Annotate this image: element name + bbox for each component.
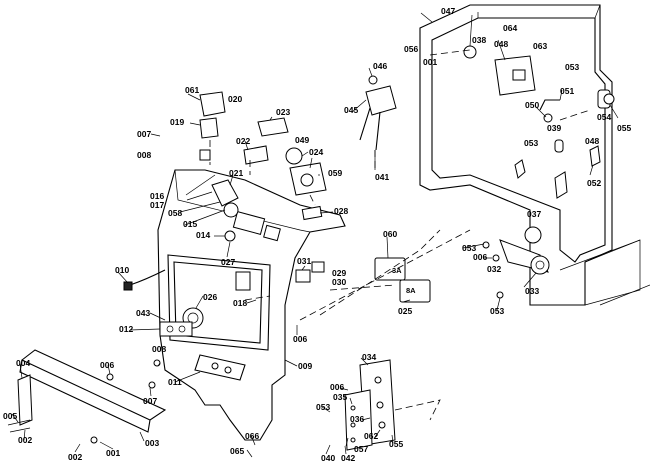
callout-046: 046 — [373, 61, 387, 71]
callout-016: 016 — [150, 191, 164, 201]
callout-062: 062 — [364, 431, 378, 441]
callout-052: 052 — [587, 178, 601, 188]
callout-063: 063 — [533, 41, 547, 51]
callout-064: 064 — [503, 23, 517, 33]
callout-034: 034 — [362, 352, 376, 362]
breaker-label-8a: 8A — [406, 286, 416, 295]
rear-hardware — [463, 45, 615, 299]
lower-brackets — [344, 359, 396, 451]
callout-053: 053 — [462, 243, 476, 253]
callout-015: 015 — [183, 219, 197, 229]
callout-048: 048 — [585, 136, 599, 146]
rear-panel — [419, 4, 650, 306]
callout-053: 053 — [565, 62, 579, 72]
callout-017: 017 — [150, 200, 164, 210]
callout-048: 048 — [494, 39, 508, 49]
breaker-label-3a: 3A — [392, 266, 402, 275]
callout-011: 011 — [168, 377, 182, 387]
callout-042: 042 — [341, 453, 355, 463]
callout-061: 061 — [185, 85, 199, 95]
callout-028: 028 — [334, 206, 348, 216]
callout-007: 007 — [137, 129, 151, 139]
callout-050: 050 — [525, 100, 539, 110]
callout-001: 001 — [423, 57, 437, 67]
callout-045: 045 — [344, 105, 358, 115]
top-components — [199, 75, 397, 242]
callout-014: 014 — [196, 230, 210, 240]
callout-026: 026 — [203, 292, 217, 302]
callout-049: 049 — [295, 135, 309, 145]
callout-051: 051 — [560, 86, 574, 96]
callout-005: 005 — [3, 411, 17, 421]
callout-021: 021 — [229, 168, 243, 178]
callout-055: 055 — [617, 123, 631, 133]
callout-027: 027 — [221, 257, 235, 267]
callout-058: 058 — [168, 208, 182, 218]
callout-025: 025 — [398, 306, 412, 316]
callout-041: 041 — [375, 172, 389, 182]
callout-002: 002 — [18, 435, 32, 445]
callout-024: 024 — [309, 147, 323, 157]
callout-055: 055 — [389, 439, 403, 449]
callout-040: 040 — [321, 453, 335, 463]
leader-lines — [11, 12, 619, 458]
callout-036: 036 — [350, 414, 364, 424]
callout-043: 043 — [136, 308, 150, 318]
callout-057: 057 — [354, 444, 368, 454]
callout-022: 022 — [236, 136, 250, 146]
callout-059: 059 — [328, 168, 342, 178]
assembly-lines — [209, 49, 591, 421]
callout-006: 006 — [100, 360, 114, 370]
callout-008: 008 — [137, 150, 151, 160]
callout-035: 035 — [333, 392, 347, 402]
callout-029: 029 — [332, 268, 346, 278]
callout-033: 033 — [525, 286, 539, 296]
callout-031: 031 — [297, 256, 311, 266]
front-cover-plate — [7, 349, 167, 444]
callout-060: 060 — [383, 229, 397, 239]
callout-053: 053 — [316, 402, 330, 412]
callout-020: 020 — [228, 94, 242, 104]
breakers — [295, 257, 431, 303]
callout-054: 054 — [597, 112, 611, 122]
callout-030: 030 — [332, 277, 346, 287]
callout-053: 053 — [524, 138, 538, 148]
callout-010: 010 — [115, 265, 129, 275]
callout-032: 032 — [487, 264, 501, 274]
callout-004: 004 — [16, 358, 30, 368]
callout-065: 065 — [230, 446, 244, 456]
callout-039: 039 — [547, 123, 561, 133]
callout-018: 018 — [233, 298, 247, 308]
callout-012: 012 — [119, 324, 133, 334]
callout-019: 019 — [170, 117, 184, 127]
callout-038: 038 — [472, 35, 486, 45]
callout-006: 006 — [293, 334, 307, 344]
callout-023: 023 — [276, 107, 290, 117]
callout-labels: 047 038 064 048 063 056 001 053 046 051 … — [3, 6, 631, 463]
callout-056: 056 — [404, 44, 418, 54]
callout-047: 047 — [441, 6, 455, 16]
callout-002: 002 — [68, 452, 82, 462]
callout-009: 009 — [298, 361, 312, 371]
callout-003: 003 — [145, 438, 159, 448]
callout-001: 001 — [106, 448, 120, 458]
callout-037: 037 — [527, 209, 541, 219]
callout-006: 006 — [473, 252, 487, 262]
callout-006: 006 — [330, 382, 344, 392]
callout-007: 007 — [143, 396, 157, 406]
callout-008: 008 — [152, 344, 166, 354]
front-console — [123, 169, 346, 441]
callout-053: 053 — [490, 306, 504, 316]
callout-066: 066 — [245, 431, 259, 441]
